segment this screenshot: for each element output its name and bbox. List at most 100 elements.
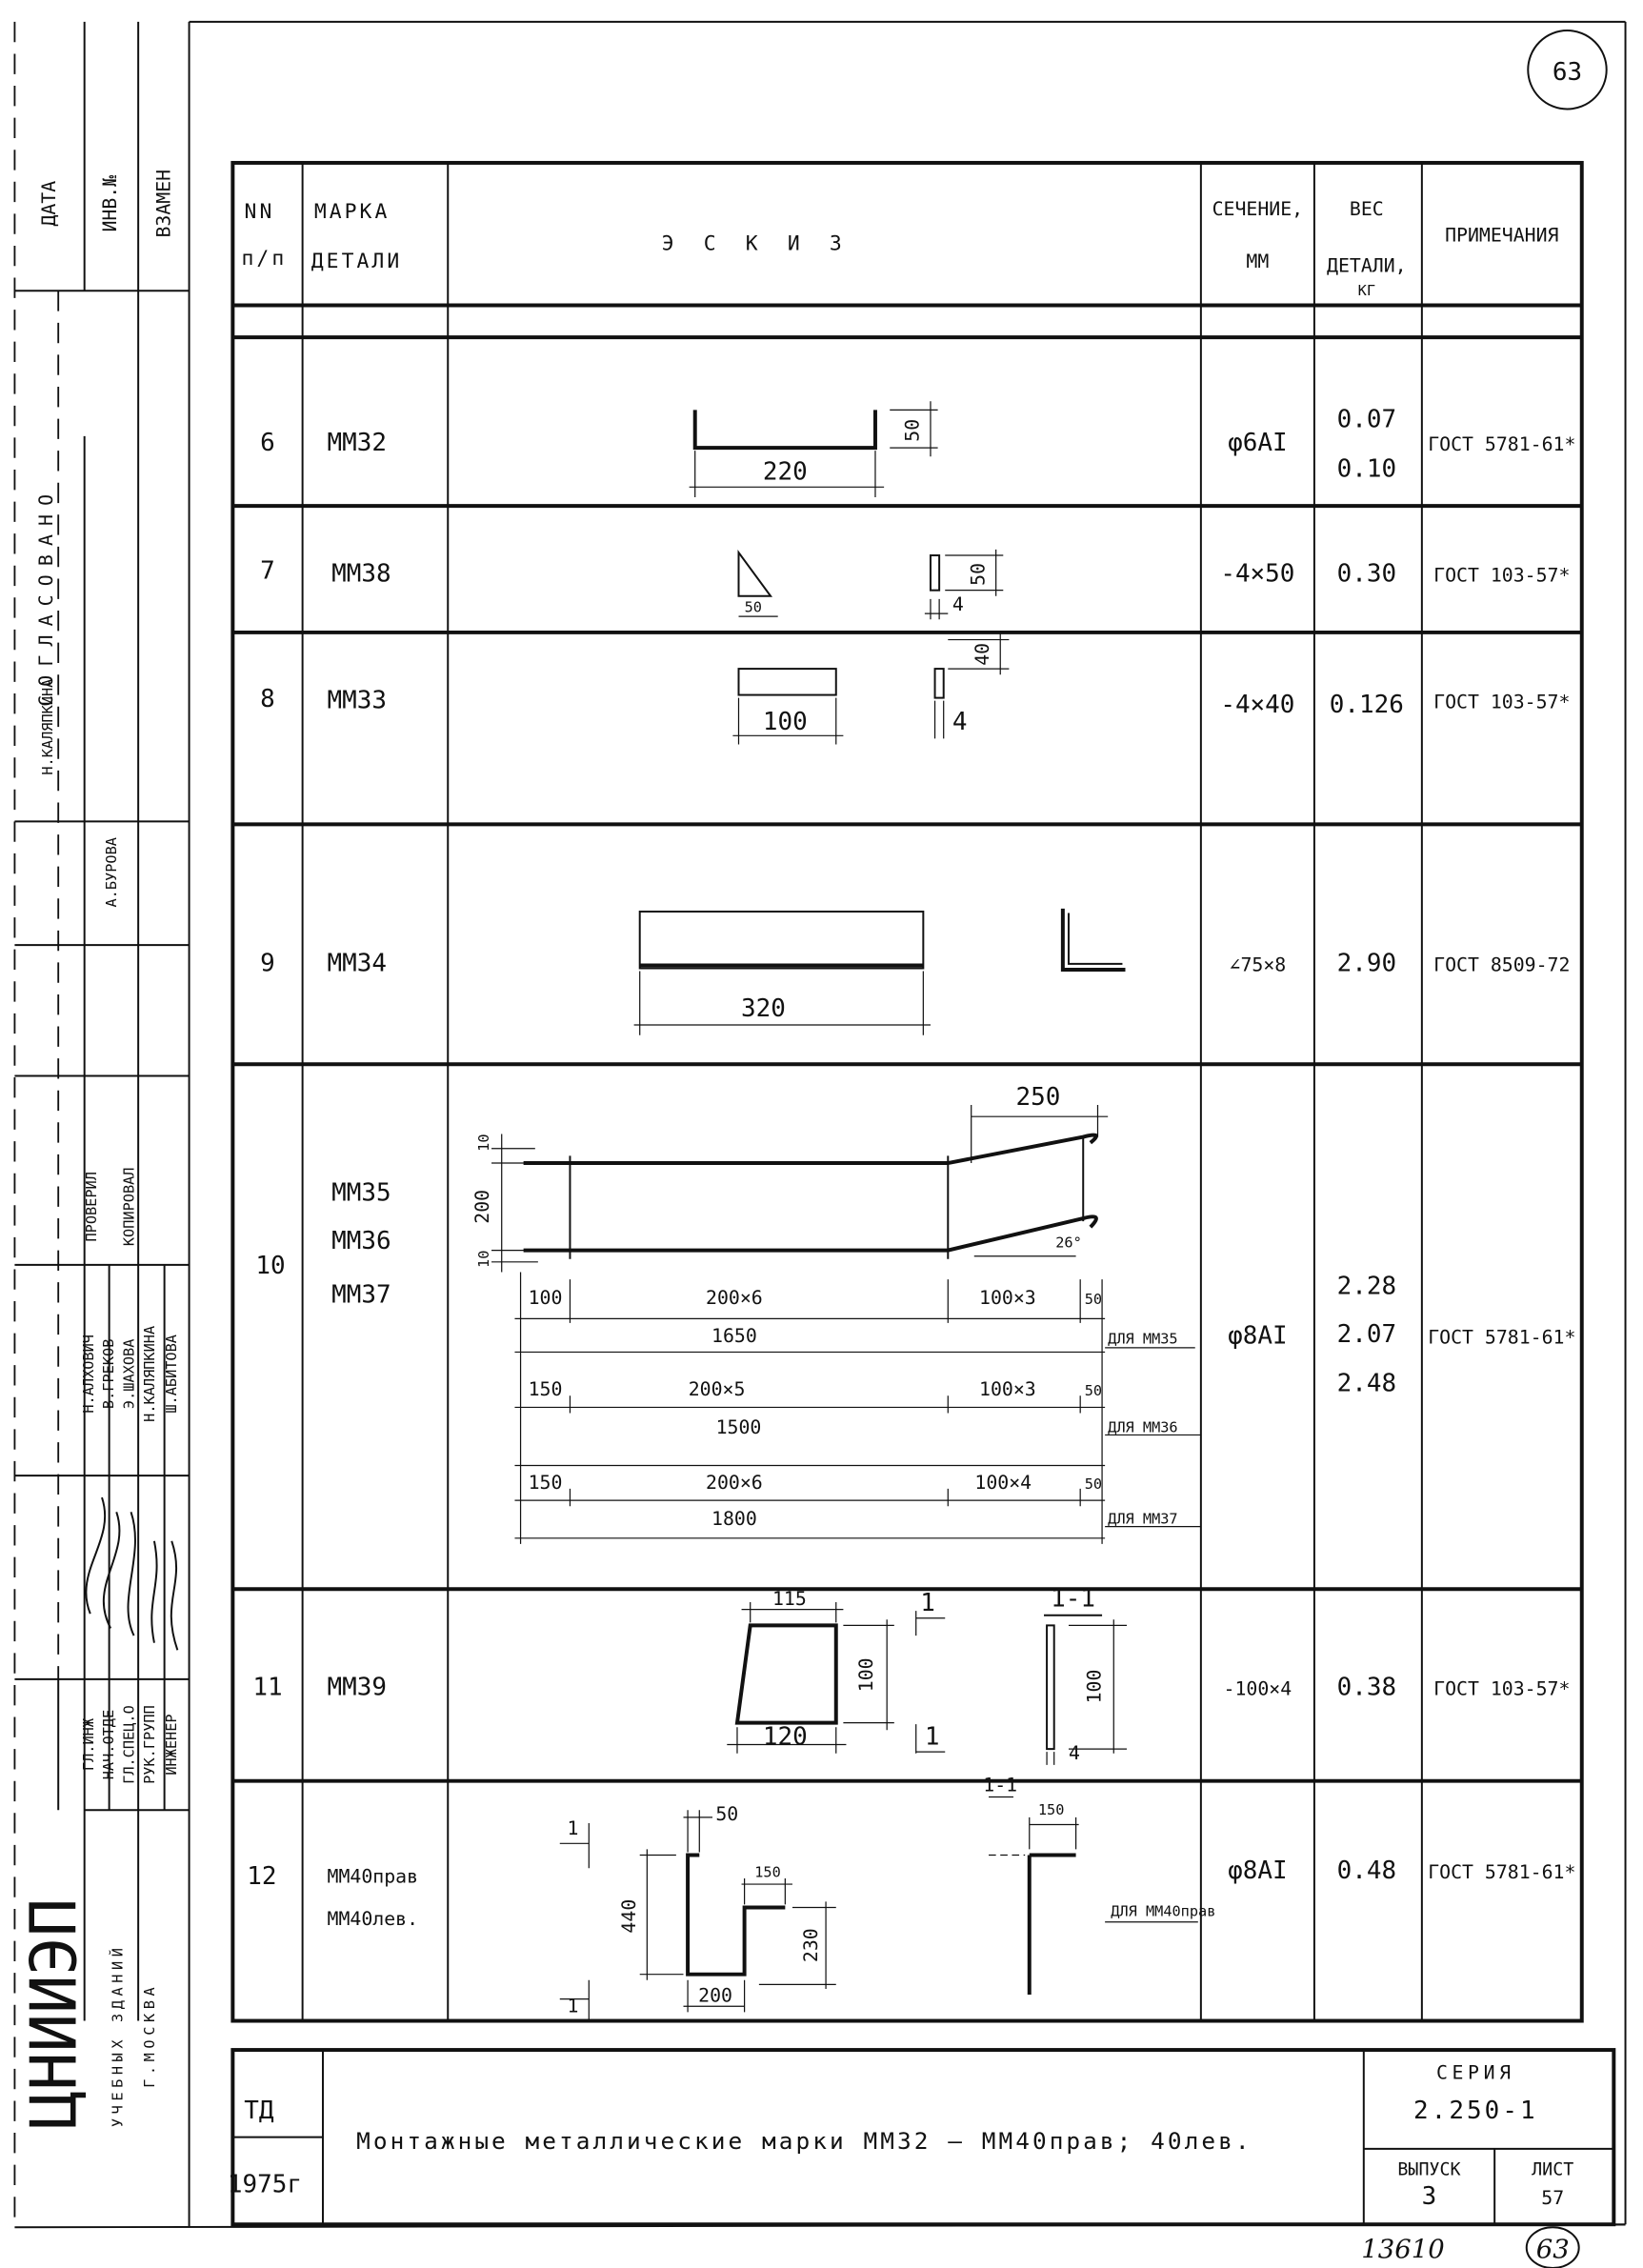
row-number: 10 (255, 1252, 285, 1280)
row-note: ГОСТ 5781-61* (1428, 1326, 1575, 1348)
dimension-label: 100 (763, 708, 808, 736)
dimension-label: 150 (1038, 1801, 1065, 1818)
org-city: Г.МОСКВА (141, 1983, 158, 2088)
row-number: 11 (252, 1674, 282, 1702)
row-weight: 0.07 (1337, 406, 1396, 434)
dimension-label: 50 (967, 563, 989, 586)
row-mark: ММ40лев. (328, 1908, 419, 1930)
title-year: 1975г (228, 2171, 302, 2199)
page-number: 63 (1536, 2235, 1570, 2264)
drawing-title: Монтажные металлические марки ММ32 – ММ4… (356, 2127, 1252, 2155)
sheet-number-top: 63 (1553, 58, 1582, 87)
header-sketch: Э С К И З (662, 232, 851, 256)
section-mark: 1 (568, 1817, 579, 1839)
sketch-mm33: 100 40 4 (732, 633, 1010, 745)
dimension-label: 100 (855, 1657, 877, 1692)
dimension-label: 120 (763, 1723, 808, 1752)
row-mark: ММ34 (328, 950, 387, 978)
inventory-number: 13610 (1361, 2235, 1444, 2264)
row-note: ГОСТ 103-57* (1433, 565, 1570, 587)
row-weight: 2.90 (1337, 950, 1396, 978)
issue-label: ВЫПУСК (1397, 2159, 1460, 2179)
sheet-label: ЛИСТ (1532, 2159, 1573, 2179)
stamp-date-label: ДАТА (38, 181, 60, 227)
variant-label: ДЛЯ ММ36 (1108, 1418, 1177, 1435)
stamp-role: ГЛ.СПЕЦ.О (121, 1705, 138, 1784)
variant-label: ДЛЯ ММ37 (1108, 1511, 1177, 1528)
sheet-frame (13, 20, 1627, 2229)
series-value: 2.250-1 (1413, 2097, 1538, 2125)
row-mark: ММ32 (328, 429, 387, 457)
stamp-role: ГЛ.ИНЖ (80, 1717, 97, 1771)
section-title: 1-1 (983, 1774, 1017, 1796)
dimension-total: 1650 (711, 1325, 757, 1347)
sheet-number-circle: 63 (1527, 30, 1608, 110)
sheet-value: 57 (1541, 2187, 1564, 2209)
row-mark: ММ33 (328, 686, 387, 714)
dimension-label: 440 (618, 1899, 640, 1934)
table-grid (230, 160, 1584, 2023)
dimension-label: 10 (475, 1251, 492, 1268)
dimension-label: 100×3 (979, 1287, 1036, 1309)
row-weight: 2.07 (1337, 1320, 1396, 1349)
sketch-mm34: 320 (633, 908, 1126, 1035)
header-mark: МАРКА (314, 200, 391, 224)
dimension-label: 4 (952, 708, 968, 736)
dimension-label: 200 (698, 1985, 732, 2007)
row-weight: 0.10 (1337, 455, 1396, 484)
dimension-label: 50 (745, 599, 762, 616)
dimension-label: 100×3 (979, 1378, 1036, 1400)
title-code: ТД (244, 2097, 274, 2125)
footer: 13610 63 (1361, 2226, 1580, 2268)
stamp-name: Н.КАЛЯПКИНА (141, 1326, 158, 1422)
row-section: φ8AI (1228, 1321, 1287, 1350)
row-mark: ММ38 (331, 560, 391, 589)
row-section: ∠75×8 (1230, 954, 1287, 976)
dimension-label: 150 (754, 1863, 781, 1880)
stamp-agreed-label: СОГЛАСОВАНО (35, 486, 57, 707)
issue-value: 3 (1422, 2182, 1437, 2211)
sketch-mm32: 220 50 (689, 401, 938, 497)
sketch-mm40: 50 150 440 230 200 1 1 1-1 150 ДЛЯ ММ40п… (559, 1774, 1215, 2021)
variant-label: ДЛЯ ММ35 (1108, 1330, 1177, 1347)
stamp-name: Ш.АБИТОВА (163, 1335, 180, 1414)
row-note: ГОСТ 5781-61* (1428, 433, 1575, 455)
stamp-copied-label: КОПИРОВАЛ (121, 1167, 138, 1246)
row-number: 7 (260, 556, 275, 585)
row-note: ГОСТ 103-57* (1433, 1678, 1570, 1700)
dimension-label: 200×6 (706, 1472, 763, 1494)
dimension-label: 100 (1084, 1670, 1106, 1704)
table-row: 11 ММ39 -100×4 0.38 ГОСТ 103-57* 115 120… (252, 1585, 1570, 1765)
row-number: 8 (260, 685, 275, 713)
dimension-label: 100×4 (974, 1472, 1032, 1494)
stamp-role: ИНЖЕНЕР (163, 1714, 180, 1775)
row-mark: ММ40прав (328, 1866, 419, 1888)
header-notes: ПРИМЕЧАНИЯ (1445, 224, 1558, 246)
dimension-label: 200 (471, 1190, 493, 1224)
dimension-label: 250 (1015, 1083, 1060, 1112)
header-weight-unit: КГ (1358, 282, 1375, 299)
dimension-label: 150 (529, 1472, 563, 1494)
row-section: -4×50 (1220, 560, 1294, 589)
sketch-mm35-37: 250 10 200 10 26° 100 200×6 100×3 50 165… (471, 1083, 1201, 1544)
stamp-name: Э.ШАХОВА (121, 1339, 138, 1409)
variant-label: ДЛЯ ММ40прав (1111, 1903, 1215, 1920)
dimension-label: 50 (1085, 1475, 1102, 1493)
section-mark: 1 (925, 1723, 940, 1752)
stamp-role: РУК.ГРУПП (141, 1705, 158, 1784)
row-weight: 0.38 (1337, 1674, 1396, 1702)
row-weight: 2.48 (1337, 1370, 1396, 1398)
sketch-mm39: 115 120 100 1 1 1-1 100 4 (727, 1585, 1128, 1765)
dimension-label: 50 (1085, 1291, 1102, 1308)
stamp-name: Н.АЛХОВИЧ (80, 1335, 97, 1414)
dimension-label: 50 (902, 419, 924, 442)
dimension-label: 50 (1085, 1382, 1102, 1399)
table-row: 7 ММ38 -4×50 0.30 ГОСТ 103-57* 50 50 4 (260, 549, 1570, 620)
row-section: φ6AI (1228, 429, 1287, 457)
header-section: СЕЧЕНИЕ, (1212, 198, 1304, 220)
row-note: ГОСТ 8509-72 (1433, 954, 1570, 976)
stamp-name: В.ГРЕКОВ (100, 1339, 117, 1409)
header-nn: NN (245, 200, 275, 224)
title-block: ТД 1975г Монтажные металлические марки М… (228, 2048, 1616, 2227)
left-stamp: ДАТА ИНВ.№ ВЗАМЕН СОГЛАСОВАНО Н.КАЛЯПКИН… (14, 21, 190, 2129)
